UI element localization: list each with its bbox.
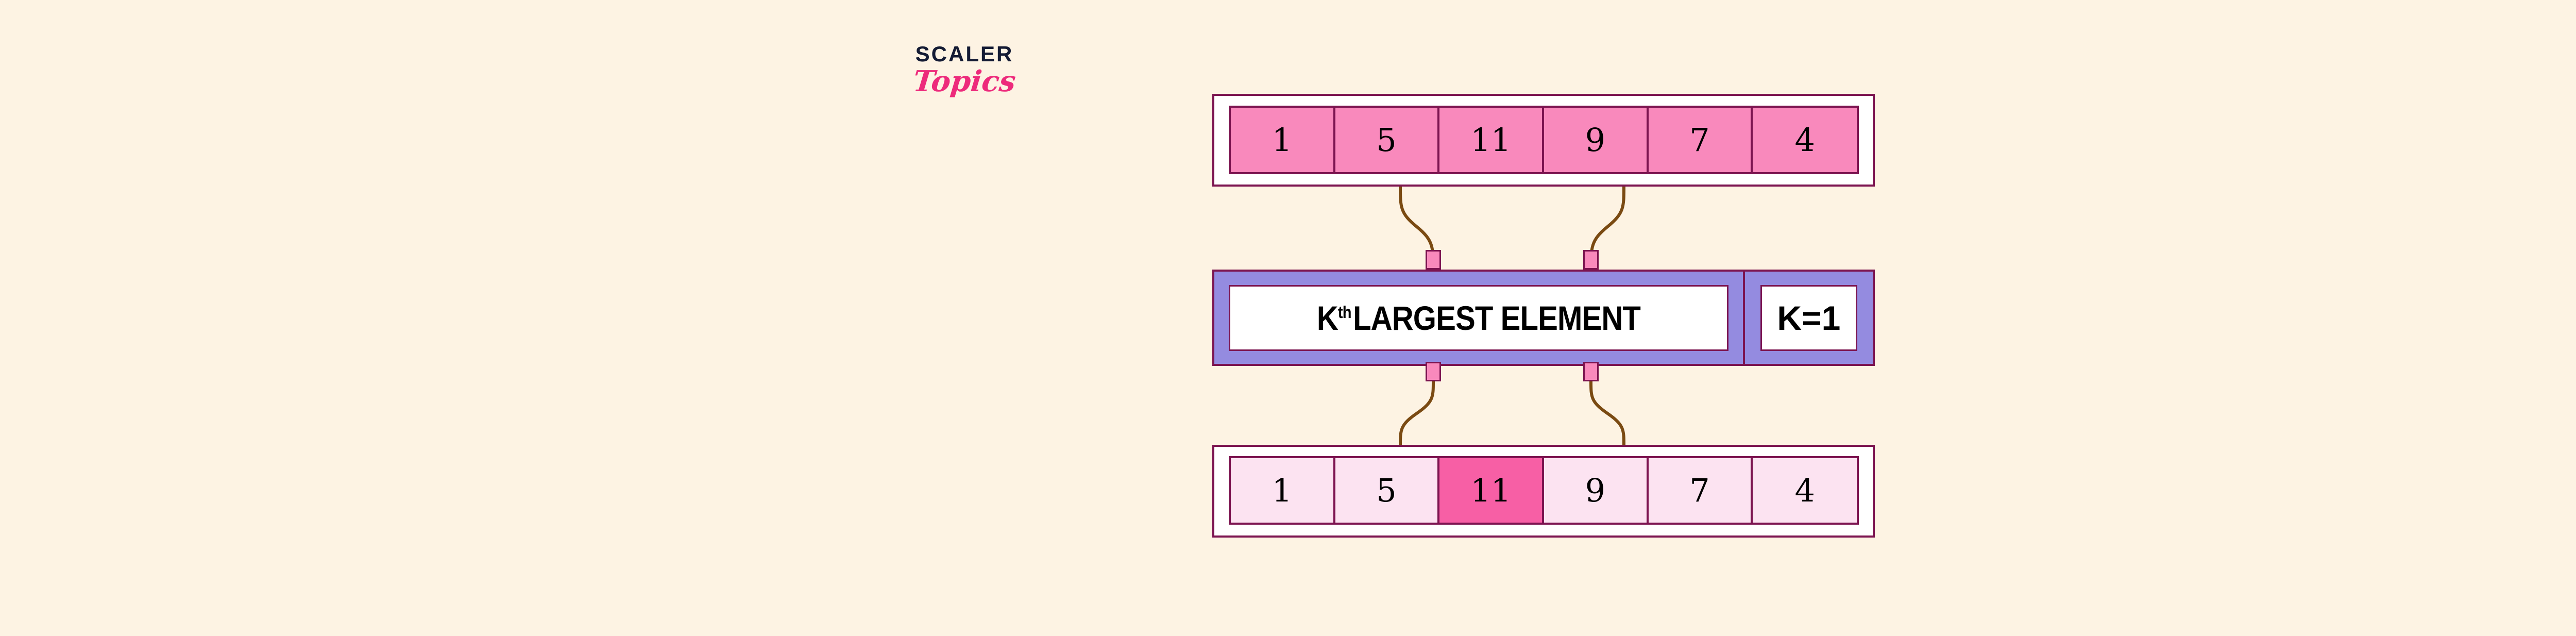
- array-cell-highlighted: 11: [1439, 458, 1545, 523]
- array-cell: 5: [1335, 458, 1440, 523]
- module-label-box: KthLARGEST ELEMENT: [1228, 284, 1728, 351]
- connector-pin-bottom-right: [1583, 362, 1599, 381]
- logo-topics-text: Topics: [911, 64, 1018, 98]
- module-k-section: K=1: [1744, 272, 1873, 364]
- array-cell: 5: [1335, 108, 1440, 172]
- array-cell: 7: [1648, 458, 1753, 523]
- array-cell: 9: [1544, 108, 1649, 172]
- connector-wire-bottom-left: [1399, 381, 1435, 445]
- output-array: 1 5 11 9 7 4: [1229, 456, 1859, 525]
- array-cell: 11: [1439, 108, 1545, 172]
- module-k-text: K=1: [1777, 298, 1841, 337]
- kth-largest-module: KthLARGEST ELEMENT K=1: [1212, 270, 1875, 366]
- array-cell: 1: [1231, 458, 1335, 523]
- connector-wire-bottom-right: [1589, 381, 1625, 445]
- array-cell: 4: [1753, 458, 1857, 523]
- input-array: 1 5 11 9 7 4: [1229, 106, 1859, 174]
- connector-pin-bottom-left: [1426, 362, 1441, 381]
- logo-scaler-text: SCALER: [915, 42, 1014, 66]
- array-cell: 1: [1231, 108, 1335, 172]
- array-cell: 7: [1648, 108, 1753, 172]
- module-label-text: KthLARGEST ELEMENT: [1316, 298, 1641, 337]
- array-cell: 9: [1544, 458, 1649, 523]
- module-main-section: KthLARGEST ELEMENT: [1214, 272, 1745, 364]
- module-k-box: K=1: [1760, 284, 1857, 351]
- connector-pin-top-right: [1583, 250, 1599, 270]
- connector-pin-top-left: [1426, 250, 1441, 270]
- scaler-topics-logo: SCALER Topics: [897, 42, 1031, 99]
- array-cell: 4: [1753, 108, 1857, 172]
